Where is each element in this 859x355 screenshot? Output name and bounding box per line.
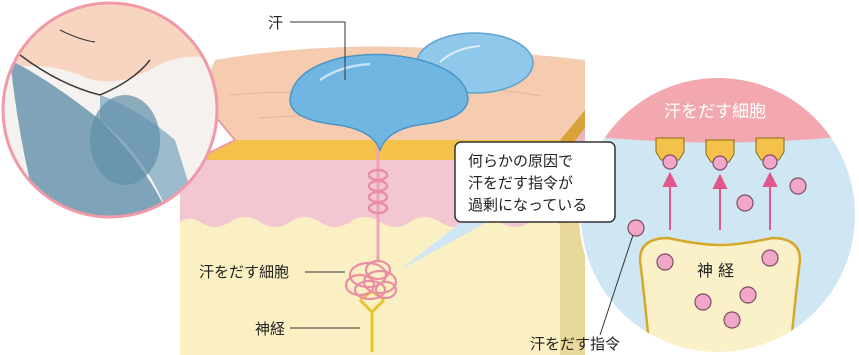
signal-particles <box>627 177 807 237</box>
receptors <box>655 137 785 163</box>
label-sweat: 汗 <box>268 14 283 32</box>
label-sweat-cells-left: 汗をだす細胞 <box>199 263 289 281</box>
sweat-gland-coil <box>344 259 398 301</box>
sweat-stain <box>90 95 160 185</box>
sweat-drop-main <box>289 53 469 153</box>
sweat-duct <box>367 145 389 260</box>
label-nerve-right: 神 経 <box>697 261 734 280</box>
cause-callout: 何らかの原因で 汗をだす指令が 過剰になっている <box>400 141 616 270</box>
label-sweat-cells-right: 汗をだす細胞 <box>664 102 766 122</box>
skin-block <box>180 46 585 355</box>
label-sweat-command: 汗をだす指令 <box>530 335 620 353</box>
callout-line-1: 何らかの原因で <box>468 152 573 170</box>
callout-box <box>454 141 616 223</box>
armpit-zoom <box>1 1 237 219</box>
sweat-drops <box>289 32 534 153</box>
callout-pointer <box>400 215 500 270</box>
callout-line-3: 過剰になっている <box>468 196 587 214</box>
leader-lines <box>290 21 634 336</box>
signal-arrows <box>662 171 778 230</box>
callout-line-2: 汗をだす指令が <box>468 174 573 192</box>
subcutis-layer <box>180 215 560 355</box>
label-nerve-left: 神経 <box>255 320 285 338</box>
nerve-ending <box>638 236 802 353</box>
